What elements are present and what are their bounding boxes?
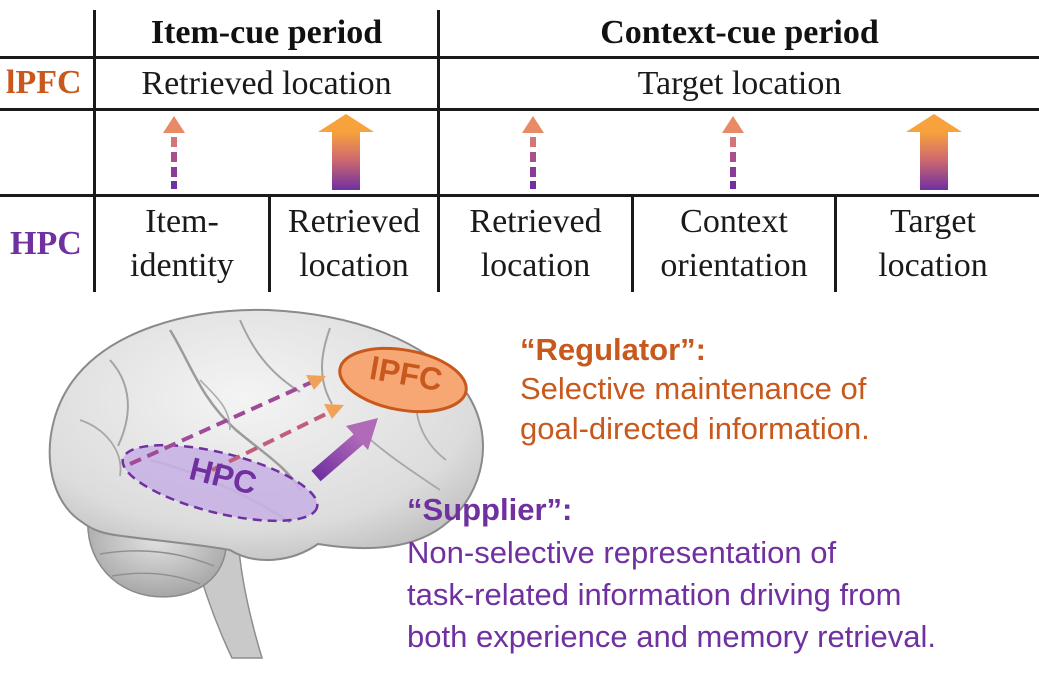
table-line-hpc-divider-1: [268, 194, 271, 292]
solid-arrow-target-location: [906, 114, 962, 190]
supplier-line-2: task-related information driving from: [407, 577, 902, 612]
hpc-cell-line: identity: [130, 247, 234, 284]
hpc-cell-line: Context: [680, 203, 788, 240]
table-line-top: [0, 56, 1039, 59]
hpc-cell-line: Retrieved: [287, 203, 421, 240]
table-line-hpc-divider-3: [631, 194, 634, 292]
row-label-hpc: HPC: [10, 225, 82, 262]
brain-dashed-arrow-upper: [129, 375, 326, 466]
lpfc-cell-retrieved-location: Retrieved location: [141, 65, 392, 102]
hpc-cell-line: Retrieved: [469, 203, 602, 240]
arrow-row: [163, 114, 962, 190]
period-header-context-cue: Context-cue period: [600, 14, 879, 51]
table-line-arrows-bottom: [0, 194, 1039, 197]
dashed-arrow-context-orientation: [722, 116, 744, 189]
solid-arrow-item-retrieved-location: [318, 114, 374, 190]
lpfc-region: [338, 346, 468, 414]
hpc-cell-item-retrieved-location: Retrieved location: [271, 200, 437, 288]
lpfc-cell-target-location: Target location: [637, 65, 842, 102]
regulator-title: “Regulator”:: [520, 332, 706, 367]
supplier-line-1: Non-selective representation of: [407, 535, 837, 570]
brain-illustration: [48, 308, 484, 659]
supplier-title: “Supplier”:: [407, 492, 573, 527]
supplier-line-3: both experience and memory retrieval.: [407, 619, 936, 654]
dashed-arrow-context-retrieved-location: [522, 116, 544, 189]
table-line-period-divider: [437, 10, 440, 292]
hpc-cell-line: Target: [890, 203, 976, 240]
hpc-cell-context-orientation: Context orientation: [634, 200, 834, 288]
hpc-cell-line: location: [299, 247, 409, 284]
regulator-line-1: Selective maintenance of: [520, 371, 867, 406]
table-line-label-divider: [93, 10, 96, 292]
hpc-cell-context-retrieved-location: Retrieved location: [440, 200, 631, 288]
hpc-cell-target-location: Target location: [837, 200, 1029, 288]
dashed-arrow-item-identity: [163, 116, 185, 189]
regulator-line-2: goal-directed information.: [520, 411, 870, 446]
hpc-cell-line: Item-: [145, 203, 219, 240]
hpc-cell-line: location: [878, 247, 988, 284]
hpc-cell-item-identity: Item- identity: [96, 200, 268, 288]
hpc-cell-line: orientation: [660, 247, 808, 284]
brain-solid-arrow: [311, 418, 378, 482]
hpc-cell-line: location: [480, 247, 591, 284]
table-line-lpfc-bottom: [0, 108, 1039, 111]
row-label-lpfc: lPFC: [6, 64, 82, 101]
hpc-region: [121, 443, 319, 523]
table-line-hpc-divider-4: [834, 194, 837, 292]
period-header-item-cue: Item-cue period: [150, 14, 383, 51]
brain-dashed-arrow-lower: [211, 404, 344, 472]
